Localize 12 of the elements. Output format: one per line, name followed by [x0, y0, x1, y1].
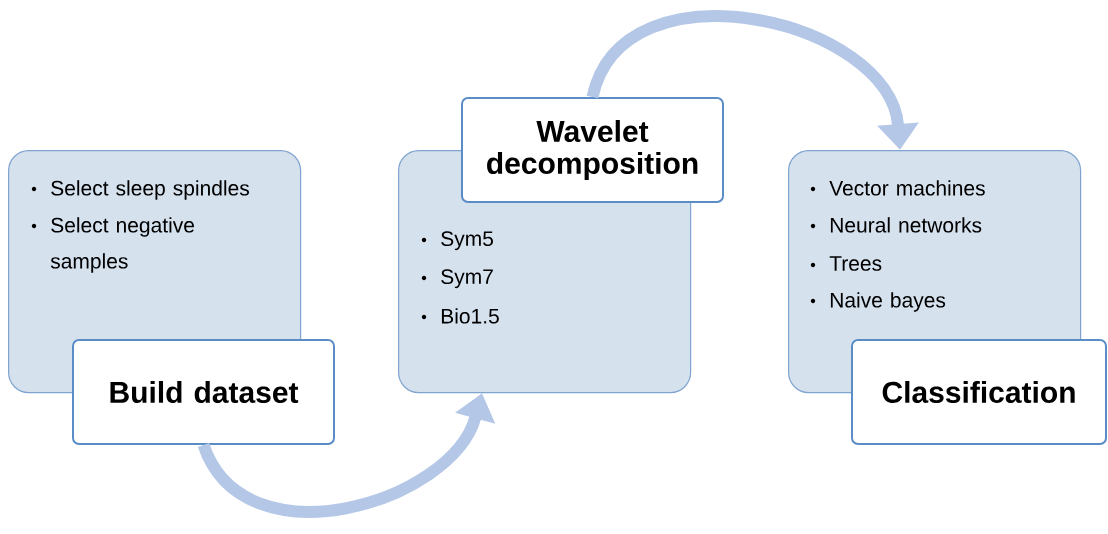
list-item: Vector machines	[810, 180, 985, 196]
list-item: Naive bayes	[810, 292, 946, 312]
list-item: Sym5	[421, 231, 493, 251]
title-box: Build dataset	[72, 339, 335, 445]
list-item: Select sleep spindles	[31, 180, 249, 200]
list-item: Bio1.5	[421, 308, 499, 324]
title-box: Classification	[851, 339, 1107, 445]
title-box: Wavelet decomposition	[461, 97, 724, 203]
list-item: Select negative samples	[31, 217, 194, 273]
list-item: Neural networks	[810, 217, 982, 233]
list-item: Trees	[810, 256, 882, 271]
list-item: Sym7	[421, 269, 493, 289]
